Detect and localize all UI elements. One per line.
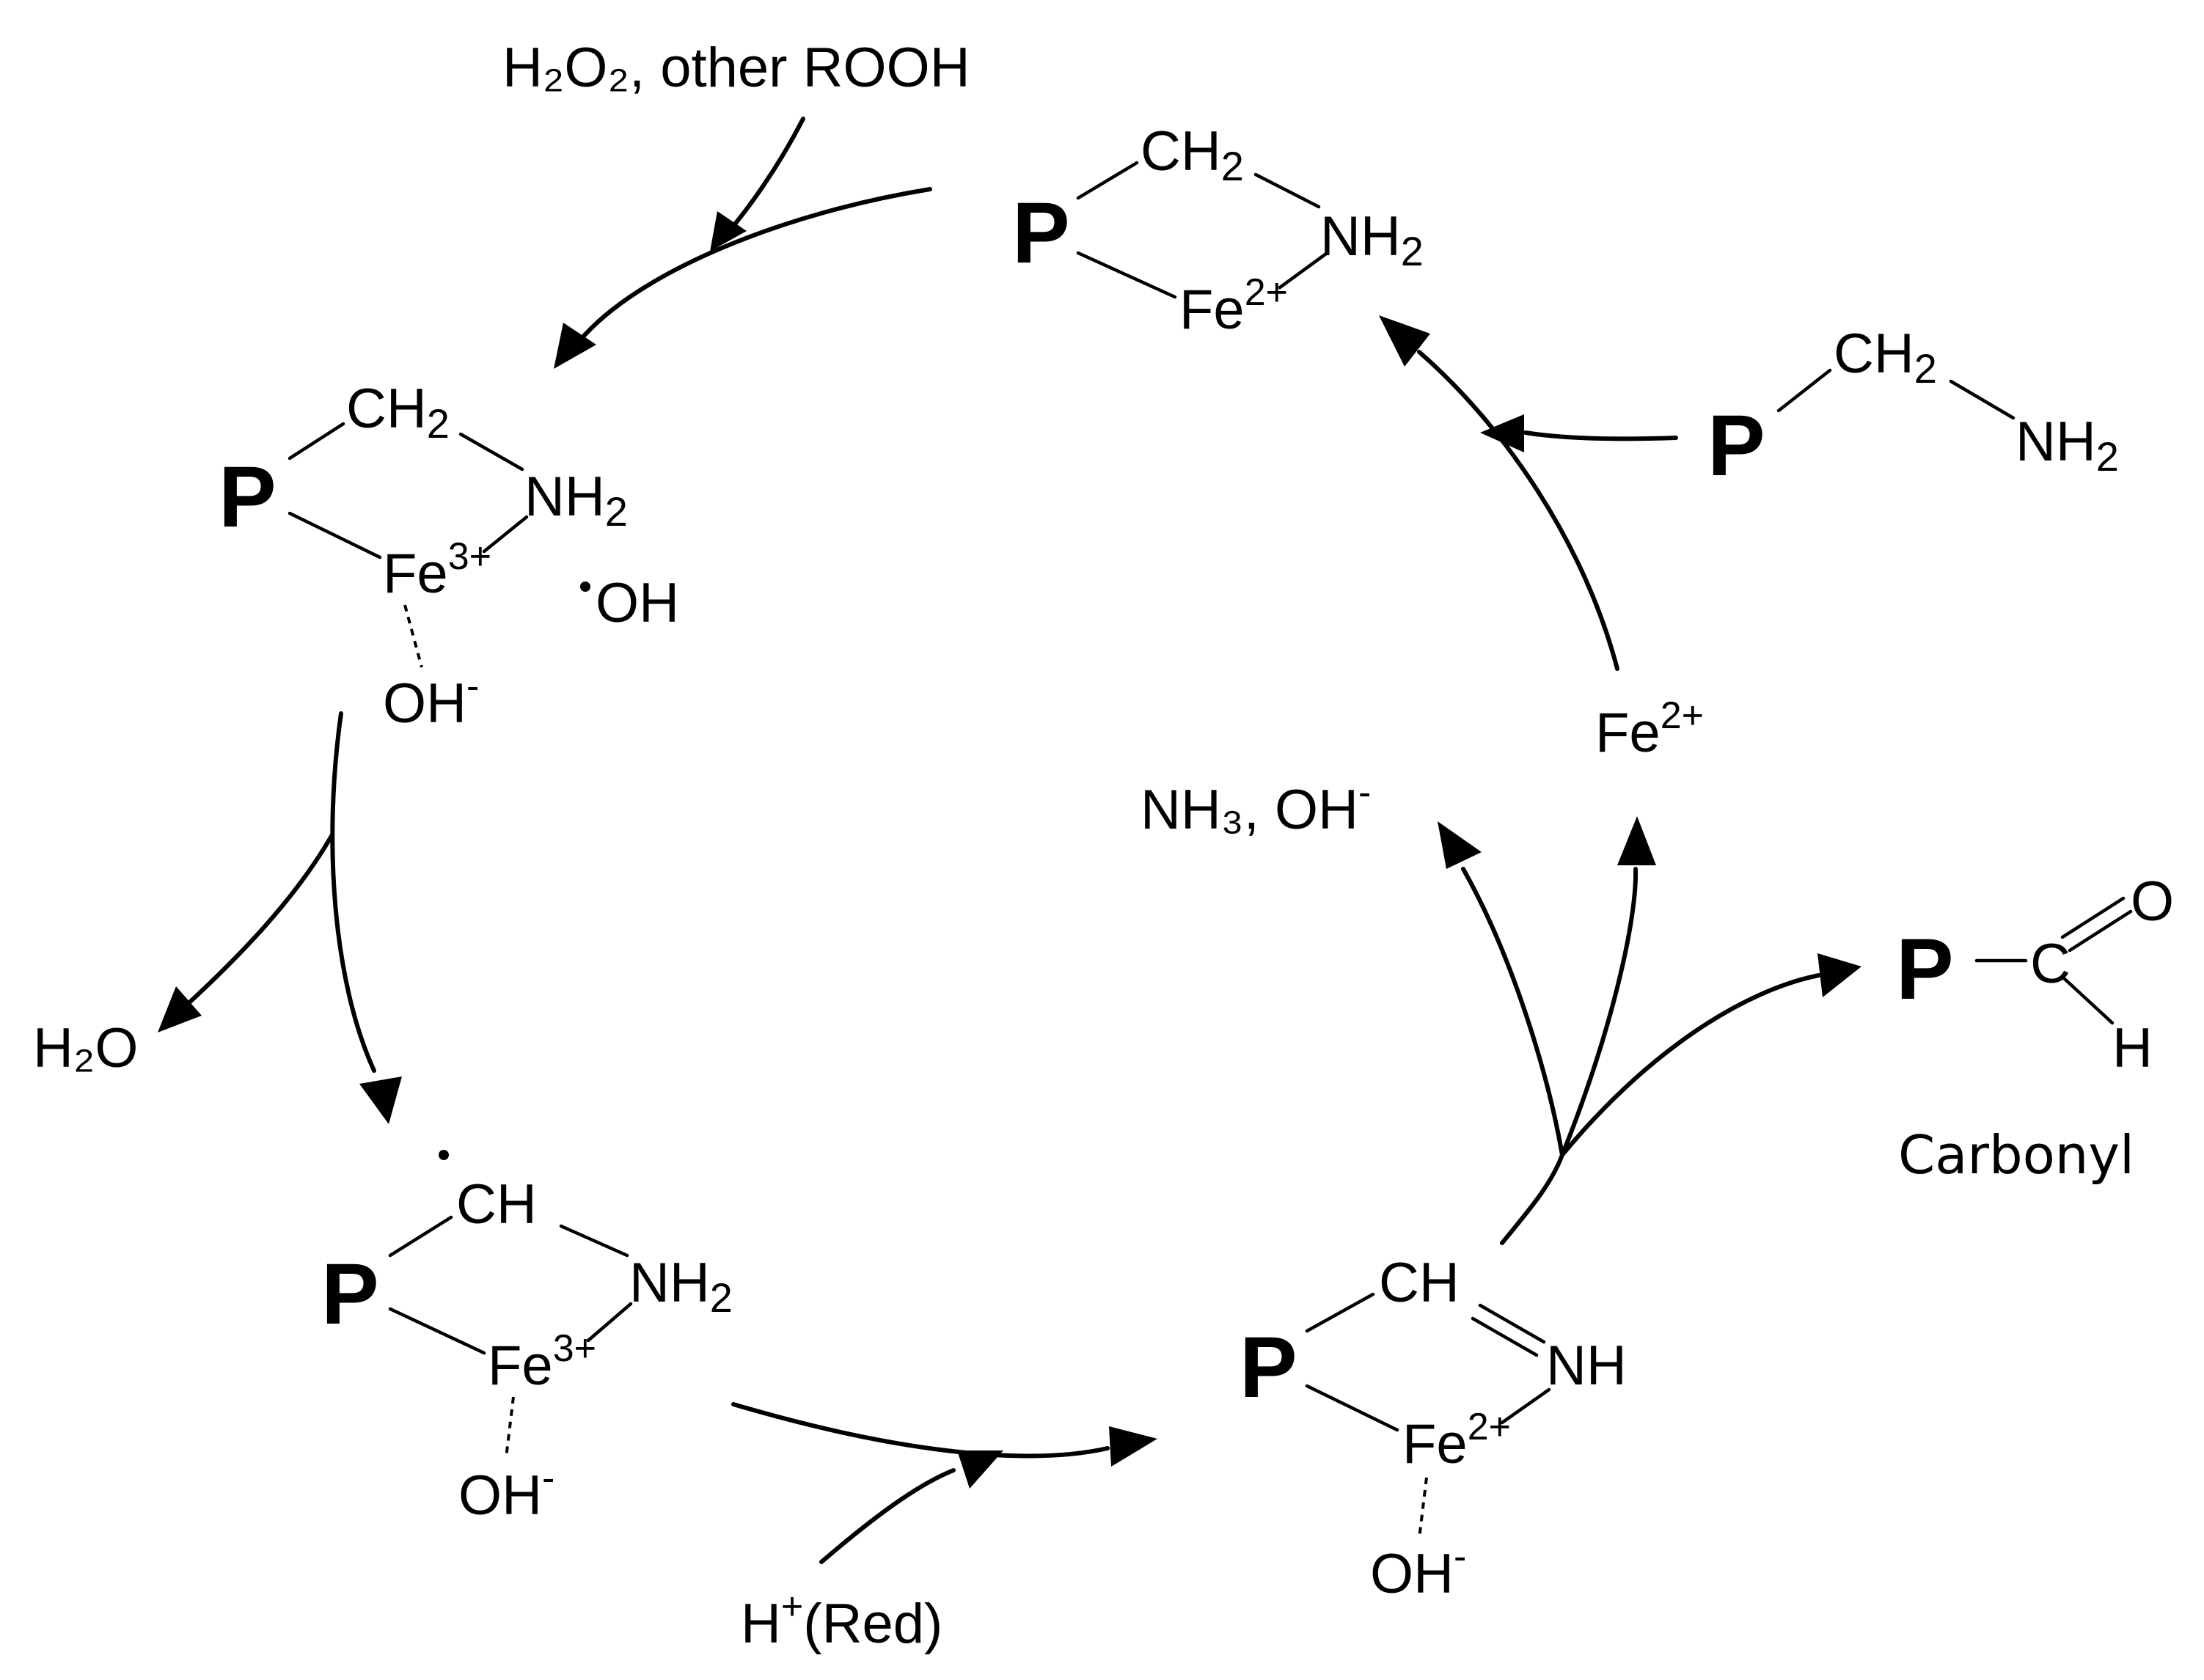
ch2-label: CH2 xyxy=(1834,323,1937,392)
ammonia-hydroxide-label: NH₃, OH- xyxy=(1141,771,1371,841)
carbonyl-product: P C O H Carbonyl xyxy=(1896,870,2174,1186)
arrow-proton-in xyxy=(819,1468,956,1564)
fe2-label: Fe2+ xyxy=(1402,1406,1511,1475)
water-label: H₂O xyxy=(33,1017,139,1079)
arrowhead-h2o2-in xyxy=(710,211,747,252)
oxidant-label: H₂O₂, other ROOH xyxy=(502,37,970,99)
free-iron-label: Fe2+ xyxy=(1595,694,1704,764)
arrowhead-to-fe xyxy=(1617,816,1656,865)
bond-ch2-nh2 xyxy=(1253,172,1321,209)
ch-label: CH xyxy=(456,1173,537,1236)
bond-nh2-fe xyxy=(586,1302,633,1343)
arrow-to-nh3 xyxy=(1461,867,1564,1157)
protein-label: P xyxy=(1896,921,1954,1018)
free-protein-aminomethyl: P CH2 NH2 xyxy=(1707,323,2119,494)
arrow-complex-formation xyxy=(1417,350,1619,671)
bond-p-fe xyxy=(1305,1384,1399,1432)
bond-ch2-nh2 xyxy=(458,432,524,472)
fe2-label: Fe2+ xyxy=(1179,271,1288,341)
bond-p-fe xyxy=(1076,251,1177,299)
complex-fe2-aminomethyl: P CH2 NH2 Fe2+ xyxy=(1012,120,1424,341)
bond-p-ch2 xyxy=(1076,161,1139,200)
hydrogen-label: H xyxy=(2112,1017,2153,1079)
arrow-oxidation xyxy=(577,187,932,343)
bond-nh2-fe xyxy=(1278,252,1328,290)
bond-nh-fe xyxy=(1500,1387,1551,1425)
nh2-label: NH2 xyxy=(2016,411,2119,480)
fe3-label: Fe3+ xyxy=(488,1327,596,1397)
arrowhead-radical-formation xyxy=(359,1076,402,1124)
arrowhead-protein-in xyxy=(1480,414,1524,452)
arrowhead-complex-formation xyxy=(1379,315,1430,367)
bond-ch-nh-double-a xyxy=(1478,1303,1546,1344)
proton-label: H+(Red) xyxy=(741,1585,942,1655)
bond-p-ch2 xyxy=(288,422,345,461)
bond-c-h xyxy=(2062,977,2115,1025)
bond-fe-oh-dashed xyxy=(1418,1477,1428,1539)
arrowhead-h2o-out xyxy=(158,986,202,1032)
bond-c-o-double-b xyxy=(2068,909,2133,953)
carbon-label: C xyxy=(2030,933,2071,995)
bond-ch2-nh2 xyxy=(1949,379,2016,420)
protein-label: P xyxy=(1012,185,1070,282)
oxygen-label: O xyxy=(2131,870,2174,933)
bond-p-fe xyxy=(388,1307,486,1355)
arrowhead-proton-in xyxy=(957,1450,1003,1489)
arrow-imine-formation xyxy=(731,1402,1110,1459)
bond-p-fe xyxy=(288,511,382,560)
arrowhead-oxidation xyxy=(554,323,596,369)
complex-fe2-imine: P CH NH Fe2+ OH- xyxy=(1240,1252,1627,1605)
hydroxyl-radical-label: OH xyxy=(596,572,679,634)
bond-fe-oh-dashed xyxy=(403,604,423,668)
protein-label: P xyxy=(1240,1319,1297,1416)
oh-ligand-label: OH- xyxy=(1370,1536,1466,1605)
nh2-label: NH2 xyxy=(524,466,628,535)
bond-fe-oh-dashed xyxy=(505,1396,515,1459)
radical-dot xyxy=(439,1150,449,1160)
bond-c-o-double-a xyxy=(2060,896,2126,939)
nh-label: NH xyxy=(1546,1335,1627,1397)
bond-p-ch2 xyxy=(1776,368,1832,413)
protein-label: P xyxy=(321,1246,379,1343)
fe3-label: Fe3+ xyxy=(383,535,491,605)
ch2-label: CH2 xyxy=(1141,120,1244,189)
bond-ch-nh-double-b xyxy=(1471,1316,1539,1357)
reagent-labels: H₂O₂, other ROOH H₂O NH₃, OH- Fe2+ H+(Re… xyxy=(33,37,1704,1655)
bond-ch-nh2 xyxy=(559,1224,629,1258)
arrow-h2o-out xyxy=(185,834,334,1007)
radical-dot xyxy=(580,582,590,592)
bond-p-ch xyxy=(1305,1292,1375,1333)
protein-label: P xyxy=(1707,397,1765,494)
arrowhead-to-nh3 xyxy=(1438,821,1482,869)
carbonyl-caption: Carbonyl xyxy=(1898,1124,2134,1186)
bond-p-ch xyxy=(388,1215,453,1258)
arrowhead-to-carbonyl xyxy=(1817,953,1861,997)
protein-label: P xyxy=(219,449,277,546)
bond-nh2-fe xyxy=(482,515,529,554)
complex-fe3-hydroxyl: P CH2 NH2 Fe3+ OH- OH xyxy=(219,378,679,735)
arrow-to-carbonyl xyxy=(1560,973,1821,1157)
arrow-radical-formation xyxy=(330,711,376,1073)
nh2-label: NH2 xyxy=(1320,205,1424,274)
oh-ligand-label: OH- xyxy=(383,665,479,735)
oh-ligand-label: OH- xyxy=(458,1457,554,1527)
arrow-protein-in xyxy=(1523,430,1678,441)
ch-label: CH xyxy=(1379,1252,1460,1314)
nh2-label: NH2 xyxy=(629,1252,733,1321)
arrow-hydrolysis-stem xyxy=(1500,1153,1564,1245)
arrowhead-imine-formation xyxy=(1109,1426,1157,1467)
arrow-to-fe xyxy=(1560,867,1639,1157)
cycle-arrows xyxy=(158,117,1861,1564)
ch2-label: CH2 xyxy=(346,378,450,447)
complex-fe3-carbon-radical: P CH NH2 Fe3+ OH- xyxy=(321,1150,733,1527)
arrow-h2o2-in xyxy=(724,117,805,237)
